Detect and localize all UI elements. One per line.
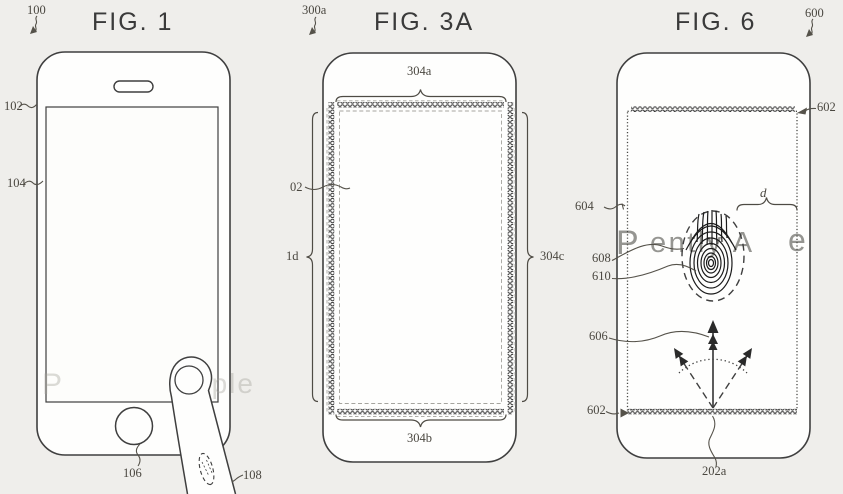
fig3a-drawing bbox=[304, 16, 534, 463]
fig6-phone-outline bbox=[616, 52, 811, 459]
dimension-braces bbox=[306, 89, 534, 428]
fingerprint-ridges bbox=[685, 210, 737, 295]
fig1-screen bbox=[45, 106, 219, 403]
fig3a-phone-outline bbox=[322, 52, 517, 463]
brace-304c bbox=[521, 111, 534, 403]
brace-d bbox=[736, 197, 798, 211]
finger-outline bbox=[169, 356, 237, 494]
ref-label-602-bottom: 602 bbox=[587, 403, 606, 417]
ref-label-600: 600 bbox=[805, 6, 824, 20]
watermark-fragment: P bbox=[616, 224, 639, 262]
ref-label-610: 610 bbox=[592, 269, 611, 283]
fig3a-leader-lines bbox=[304, 16, 351, 191]
angle-dotted-arc bbox=[678, 358, 748, 374]
fig1-title: FIG. 1 bbox=[92, 8, 174, 36]
sensor-band bbox=[627, 106, 797, 415]
finger bbox=[169, 356, 237, 494]
fig6-drawing: P ently A e bbox=[603, 18, 817, 468]
fig6-leader-lines bbox=[603, 18, 817, 468]
ref-label-304a: 304a bbox=[407, 64, 432, 78]
ref-label-104: 104 bbox=[7, 176, 26, 190]
brace-1d bbox=[306, 111, 319, 403]
fig1-leader-lines bbox=[18, 15, 244, 483]
watermark-fragment: P bbox=[42, 368, 62, 401]
ref-label-304c: 304c bbox=[540, 249, 565, 263]
ref-label-108: 108 bbox=[243, 468, 262, 482]
ref-label-604: 604 bbox=[575, 199, 594, 213]
fig6-title: FIG. 6 bbox=[675, 8, 757, 36]
ref-label-606: 606 bbox=[589, 329, 608, 343]
ref-label-102: 102 bbox=[4, 99, 23, 113]
ref-label-300a: 300a bbox=[302, 3, 327, 17]
ref-label-602-top: 602 bbox=[817, 100, 836, 114]
ref-label-106: 106 bbox=[123, 466, 142, 480]
ref-label-608: 608 bbox=[592, 251, 611, 265]
speaker-slot bbox=[113, 80, 154, 93]
fingertip-contact bbox=[174, 365, 204, 395]
sensor-dashed-guides bbox=[326, 100, 516, 417]
ref-label-304b: 304b bbox=[407, 431, 432, 445]
ref-label-100: 100 bbox=[27, 3, 46, 17]
ref-label-d: d bbox=[760, 185, 767, 200]
home-button bbox=[114, 406, 154, 446]
fingerprint-dashed-outline bbox=[681, 210, 745, 302]
fig1-drawing: P pple bbox=[18, 15, 253, 494]
ref-label-202a: 202a bbox=[702, 464, 727, 478]
brace-304b bbox=[335, 414, 507, 428]
fig6-watermark: P ently A e bbox=[616, 222, 806, 262]
fig3a-title: FIG. 3A bbox=[374, 8, 475, 36]
brace-304a bbox=[335, 89, 507, 103]
fingernail bbox=[198, 452, 215, 486]
display-dashed-border bbox=[339, 110, 502, 404]
ref-label-302: 02 bbox=[290, 180, 303, 194]
fingernail-texture bbox=[201, 459, 213, 477]
sensor-band bbox=[328, 102, 514, 415]
watermark-fragment: e bbox=[788, 222, 806, 258]
fingerprint bbox=[681, 210, 745, 302]
ref-label-1d: 1d bbox=[286, 249, 299, 263]
emission-arrows bbox=[674, 320, 752, 409]
